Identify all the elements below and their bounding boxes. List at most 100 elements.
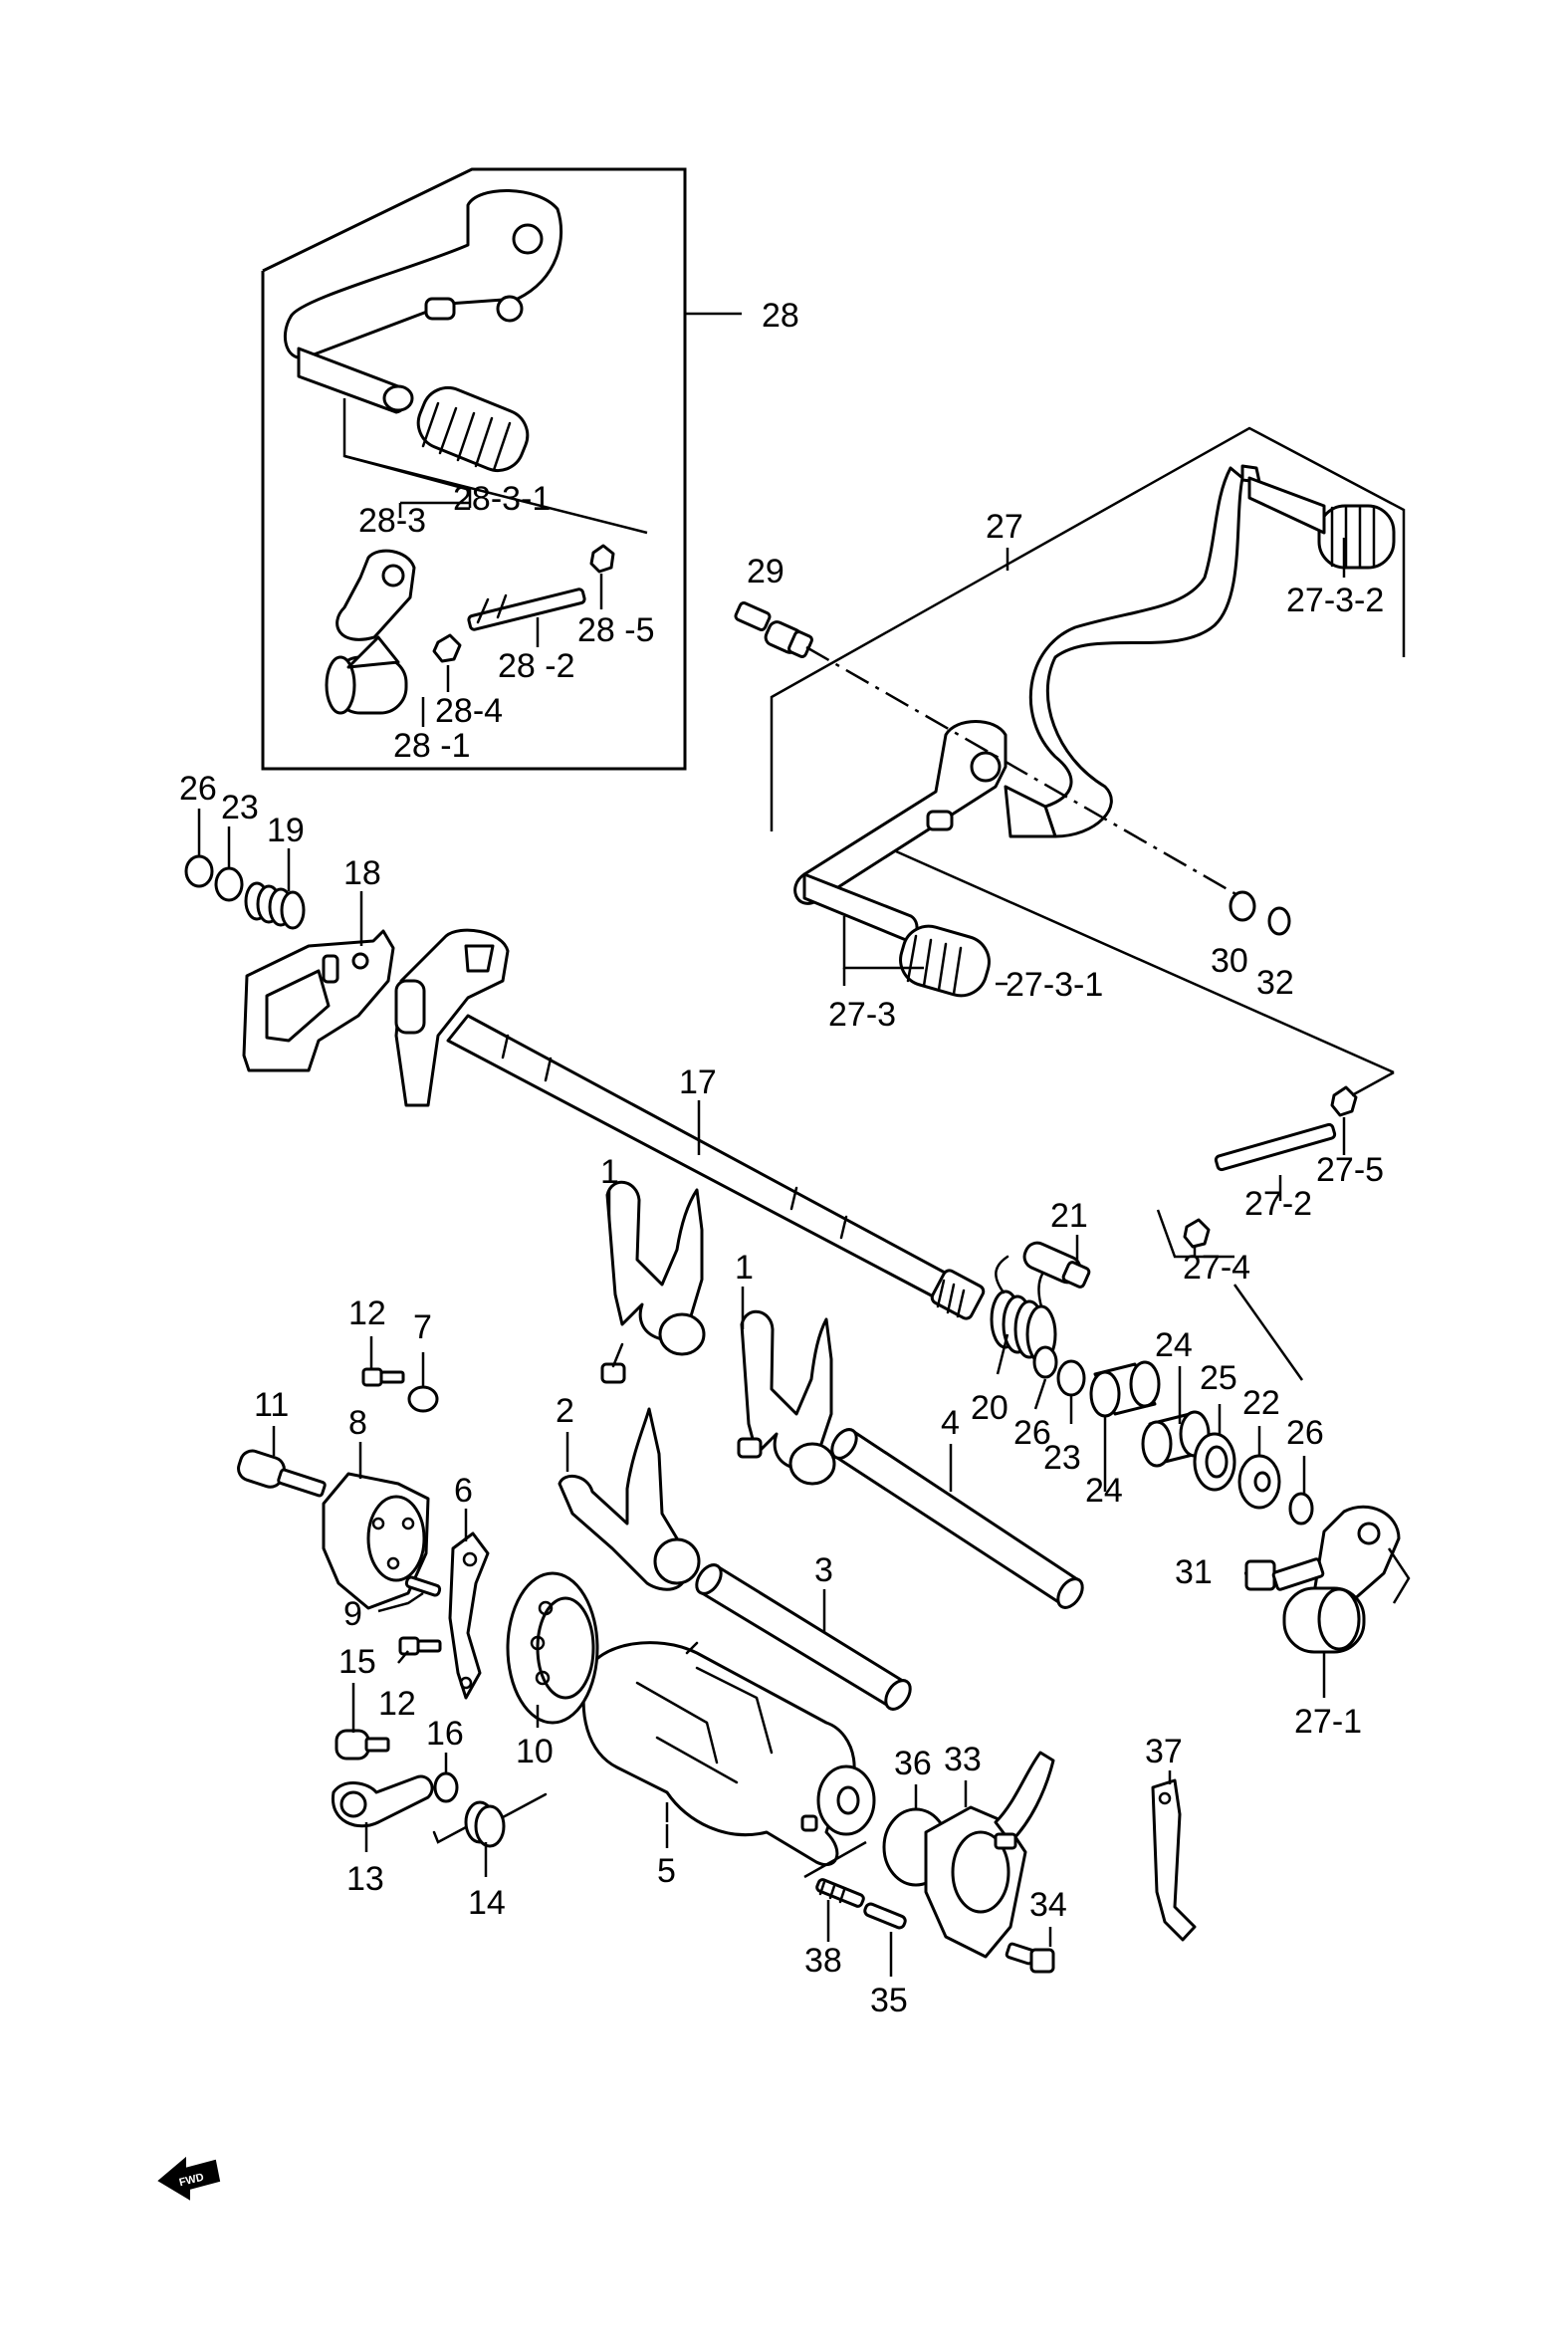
label-29: 29 — [747, 553, 784, 590]
part-16-washer — [433, 1771, 459, 1803]
part-14-spring — [432, 1792, 548, 1848]
part-28-2-rod — [467, 588, 586, 631]
label-27-3-1: 27-3-1 — [1006, 966, 1103, 1004]
label-21: 21 — [1050, 1197, 1088, 1235]
label-6: 6 — [454, 1472, 473, 1510]
part-2-shift-fork-c — [558, 1407, 701, 1591]
label-7: 7 — [413, 1308, 432, 1346]
label-32: 32 — [1256, 964, 1294, 1002]
part-27-shift-lever — [793, 464, 1261, 942]
part-29-bolt — [734, 601, 813, 658]
part-27-1-rod-end — [1282, 1505, 1401, 1654]
label-27-3-2: 27-3-2 — [1286, 582, 1384, 619]
part-30-washer — [1229, 890, 1256, 922]
label-27-2: 27-2 — [1244, 1185, 1312, 1223]
part-5-shift-drum — [581, 1641, 876, 1867]
label-3: 3 — [814, 1551, 833, 1589]
part-26-clip-middle — [1032, 1345, 1058, 1379]
label-35: 35 — [870, 1982, 908, 2019]
part-28-5-nut — [589, 544, 615, 574]
part-32-clip — [1267, 906, 1291, 936]
label-8: 8 — [348, 1404, 367, 1442]
label-10: 10 — [516, 1733, 554, 1770]
label-16: 16 — [426, 1715, 464, 1753]
label-15: 15 — [338, 1643, 376, 1681]
part-12-bolt-lower — [398, 1636, 442, 1656]
group-27-leaders — [805, 538, 1411, 1698]
label-24-b: 24 — [1085, 1472, 1123, 1510]
part-24-bearing-b — [1141, 1410, 1211, 1468]
part-6-plate — [448, 1531, 490, 1700]
label-18: 18 — [343, 854, 381, 892]
label-28-1: 28 -1 — [393, 727, 471, 765]
part-4-fork-shaft — [830, 1428, 1084, 1609]
part-23-washer-middle — [1056, 1359, 1086, 1397]
label-19: 19 — [267, 812, 305, 849]
label-25: 25 — [1200, 1359, 1237, 1397]
part-10-bearing — [506, 1571, 599, 1725]
part-18-plate — [242, 929, 395, 1072]
part-28-3-1-footpeg-rubber — [416, 386, 530, 472]
part-19-spring — [244, 881, 306, 930]
part-12-bolt-upper — [361, 1367, 405, 1387]
label-27-4: 27-4 — [1183, 1249, 1250, 1287]
label-33: 33 — [944, 1741, 982, 1778]
part-7-washer — [407, 1385, 439, 1413]
assembly-27-frame — [770, 426, 1406, 831]
part-28-shift-lever — [283, 189, 563, 414]
label-23-upper: 23 — [221, 789, 259, 826]
label-11: 11 — [254, 1386, 289, 1424]
part-11-bolt — [237, 1449, 327, 1498]
label-22: 22 — [1242, 1384, 1280, 1422]
part-25-seal — [1193, 1432, 1236, 1492]
label-28: 28 — [762, 297, 799, 335]
label-1-b: 1 — [735, 1249, 754, 1287]
label-27: 27 — [986, 508, 1023, 546]
fwd-arrow-icon: FWD — [157, 2156, 221, 2201]
part-13-stopper-arm — [332, 1774, 434, 1828]
label-26-upper: 26 — [179, 770, 217, 808]
label-27-3: 27-3 — [828, 996, 896, 1034]
part-9-pin — [404, 1575, 442, 1597]
part-27-5-nut — [1330, 1085, 1358, 1117]
part-22-washer — [1237, 1454, 1281, 1510]
part-23-washer-upper — [214, 866, 244, 902]
label-20: 20 — [971, 1389, 1008, 1427]
part-15-bolt — [335, 1729, 390, 1761]
part-3-fork-shaft — [695, 1563, 912, 1711]
label-26-lower: 26 — [1286, 1414, 1324, 1452]
label-4: 4 — [941, 1404, 960, 1442]
label-5: 5 — [657, 1852, 676, 1890]
part-31-bolt — [1244, 1557, 1325, 1591]
part-27-4-nut — [1183, 1218, 1211, 1249]
part-17-shift-shaft — [394, 928, 986, 1320]
label-12-upper: 12 — [348, 1294, 386, 1332]
part-27-3-2-footpeg-rubber — [1247, 476, 1396, 570]
part-1-shift-fork-a — [600, 1180, 706, 1384]
part-28-1-shift-rod-end — [325, 549, 416, 715]
label-9: 9 — [343, 1595, 362, 1633]
group-28-leaders — [342, 398, 648, 727]
part-27-3-1-footpeg-rubber — [899, 924, 991, 998]
label-28-3: 28-3 — [358, 502, 426, 540]
label-12-lower: 12 — [378, 1685, 416, 1723]
label-13: 13 — [346, 1860, 384, 1898]
part-26-clip-upper — [184, 854, 214, 888]
fwd-label: FWD — [178, 2172, 205, 2190]
label-28-5: 28 -5 — [577, 611, 655, 649]
part-28-4-nut — [432, 633, 462, 663]
label-30: 30 — [1211, 942, 1248, 980]
label-2: 2 — [556, 1392, 574, 1430]
label-23-middle: 23 — [1043, 1439, 1081, 1477]
part-26-clip-lower — [1288, 1492, 1314, 1526]
part-34-bolt — [1005, 1942, 1055, 1974]
part-labels: 28 28-3 28-3-1 28 -5 28 -2 28-4 28 -1 27… — [179, 297, 1384, 2019]
part-1-shift-fork-b — [737, 1309, 836, 1486]
label-24-a: 24 — [1155, 1326, 1193, 1364]
label-38: 38 — [804, 1942, 842, 1980]
label-34: 34 — [1029, 1886, 1067, 1924]
label-36: 36 — [894, 1745, 932, 1782]
leader-lines-lower — [197, 809, 1306, 1977]
part-33-sensor — [924, 1751, 1055, 1959]
